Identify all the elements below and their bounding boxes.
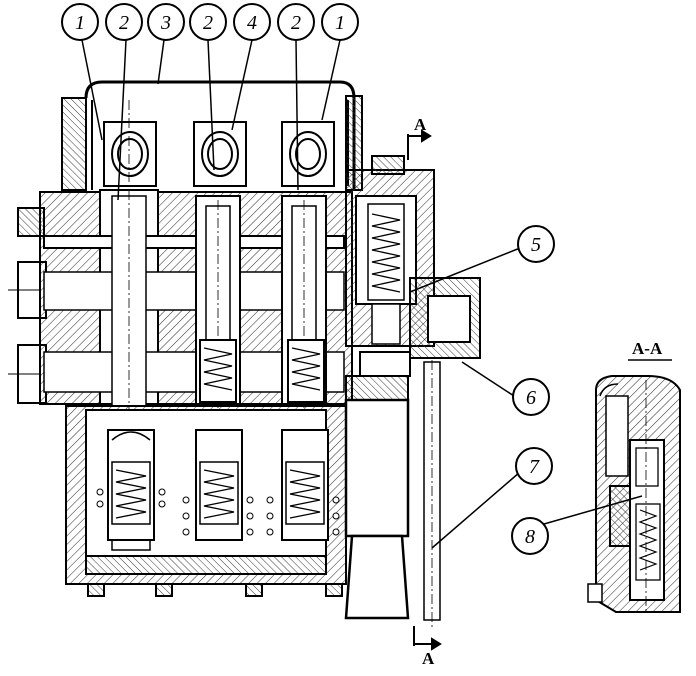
callout-8: 8 (511, 517, 549, 555)
main-valve-body (8, 80, 481, 628)
callout-2-left: 2 (105, 3, 143, 41)
section-view-title: A-A (632, 339, 663, 358)
section-cut-marker-top (407, 129, 432, 160)
callout-1-left: 1 (61, 3, 99, 41)
callout-7: 7 (515, 447, 553, 485)
callout-4-label: 4 (247, 12, 257, 34)
callout-5-label: 5 (531, 234, 541, 256)
callout-2-left-label: 2 (119, 12, 129, 34)
callout-6-label: 6 (526, 387, 536, 409)
callout-2-right-label: 2 (291, 12, 301, 34)
callout-6: 6 (512, 378, 550, 416)
callout-2-middle: 2 (189, 3, 227, 41)
callout-1-left-label: 1 (75, 12, 85, 34)
callout-1-right-label: 1 (335, 12, 345, 34)
callout-4: 4 (233, 3, 271, 41)
section-mark-bottom-label: A (422, 649, 435, 668)
callout-2-right: 2 (277, 3, 315, 41)
callout-8-label: 8 (525, 526, 535, 548)
callout-1-right: 1 (321, 3, 359, 41)
callout-3-label: 3 (160, 12, 171, 34)
section-a-a-view (587, 375, 681, 613)
callout-2-middle-label: 2 (203, 12, 213, 34)
section-mark-top-label: A (414, 115, 427, 134)
callout-5: 5 (517, 225, 555, 263)
callout-3: 3 (147, 3, 185, 41)
callout-7-label: 7 (529, 456, 540, 478)
section-cut-marker-bottom (413, 626, 442, 651)
leader-lines (81, 39, 643, 549)
